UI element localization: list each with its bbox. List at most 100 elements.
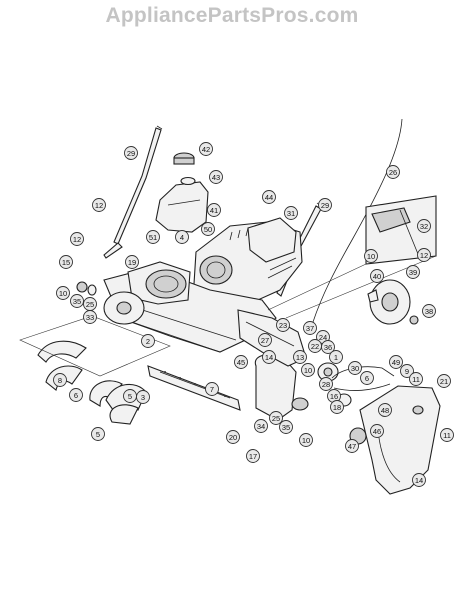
callout-circle: [299, 433, 313, 447]
callout-9: 9: [400, 364, 414, 378]
callout-circle: [146, 230, 160, 244]
callout-circle: [69, 388, 83, 402]
callout-label: 12: [73, 235, 81, 244]
callout-label: 23: [279, 321, 287, 330]
callout-circle: [141, 334, 155, 348]
callout-18: 18: [330, 400, 344, 414]
callout-circle: [303, 321, 317, 335]
callout-label: 46: [373, 427, 381, 436]
callout-circle: [279, 420, 293, 434]
callout-circle: [175, 230, 189, 244]
callout-circle: [329, 350, 343, 364]
callout-35: 35: [279, 420, 293, 434]
side-housing: [76, 281, 145, 325]
callout-label: 28: [322, 380, 330, 389]
callout-label: 47: [348, 442, 356, 451]
callout-29: 29: [318, 198, 332, 212]
callout-label: 16: [330, 392, 338, 401]
callout-label: 17: [249, 452, 257, 461]
callout-label: 27: [261, 336, 269, 345]
callout-6: 6: [360, 371, 374, 385]
callout-label: 31: [287, 209, 295, 218]
callout-circle: [125, 255, 139, 269]
callout-label: 7: [210, 385, 214, 394]
callout-circle: [440, 428, 454, 442]
callout-circle: [386, 165, 400, 179]
callout-51: 51: [146, 230, 160, 244]
callout-13: 13: [293, 350, 307, 364]
callout-28: 28: [319, 377, 333, 391]
callout-label: 35: [282, 423, 290, 432]
callout-circle: [254, 419, 268, 433]
callout-circle: [389, 355, 403, 369]
callout-14: 14: [262, 350, 276, 364]
callout-circle: [136, 390, 150, 404]
callout-circle: [378, 403, 392, 417]
callout-circle: [293, 350, 307, 364]
callout-circle: [92, 198, 106, 212]
callout-label: 49: [392, 358, 400, 367]
callout-36: 36: [321, 340, 335, 354]
callout-20: 20: [226, 430, 240, 444]
callout-label: 22: [311, 342, 319, 351]
callout-4: 4: [175, 230, 189, 244]
callout-label: 38: [425, 307, 433, 316]
callout-label: 10: [304, 366, 312, 375]
callout-circle: [360, 371, 374, 385]
callout-circle: [330, 400, 344, 414]
callout-25: 25: [269, 411, 283, 425]
callout-circle: [53, 373, 67, 387]
callout-circle: [276, 318, 290, 332]
callout-label: 5: [128, 392, 132, 401]
callout-30: 30: [348, 361, 362, 375]
callout-label: 44: [265, 193, 273, 202]
callout-38: 38: [422, 304, 436, 318]
callout-27: 27: [258, 333, 272, 347]
callout-circle: [406, 265, 420, 279]
callout-circle: [345, 439, 359, 453]
callout-circle: [91, 427, 105, 441]
callout-label: 41: [210, 206, 218, 215]
callout-label: 40: [373, 272, 381, 281]
callout-label: 29: [127, 149, 135, 158]
callout-circle: [319, 377, 333, 391]
callout-circle: [59, 255, 73, 269]
callout-label: 32: [420, 222, 428, 231]
callout-37: 37: [303, 321, 317, 335]
callout-label: 11: [443, 431, 451, 440]
callout-label: 18: [333, 403, 341, 412]
callout-11: 11: [440, 428, 454, 442]
callout-32: 32: [417, 219, 431, 233]
callout-label: 35: [73, 297, 81, 306]
callout-label: 12: [95, 201, 103, 210]
callout-44: 44: [262, 190, 276, 204]
callout-label: 6: [365, 374, 369, 383]
callout-17: 17: [246, 449, 260, 463]
callout-12: 12: [417, 248, 431, 262]
callout-label: 15: [62, 258, 70, 267]
callout-label: 26: [389, 168, 397, 177]
callout-circle: [370, 424, 384, 438]
callout-14: 14: [412, 473, 426, 487]
callout-8: 8: [53, 373, 67, 387]
callout-circle: [269, 411, 283, 425]
callout-circle: [417, 248, 431, 262]
callout-12: 12: [92, 198, 106, 212]
control-cable: [312, 118, 403, 323]
callout-circle: [246, 449, 260, 463]
callout-21: 21: [437, 374, 451, 388]
callout-label: 10: [59, 289, 67, 298]
callout-circle: [205, 382, 219, 396]
engine: [193, 217, 303, 309]
callout-label: 9: [405, 367, 409, 376]
callout-label: 5: [96, 430, 100, 439]
callout-circle: [301, 363, 315, 377]
callout-5: 5: [91, 427, 105, 441]
callout-circle: [234, 355, 248, 369]
callout-circle: [321, 340, 335, 354]
callout-circle: [417, 219, 431, 233]
callout-25: 25: [83, 297, 97, 311]
callout-circle: [437, 374, 451, 388]
